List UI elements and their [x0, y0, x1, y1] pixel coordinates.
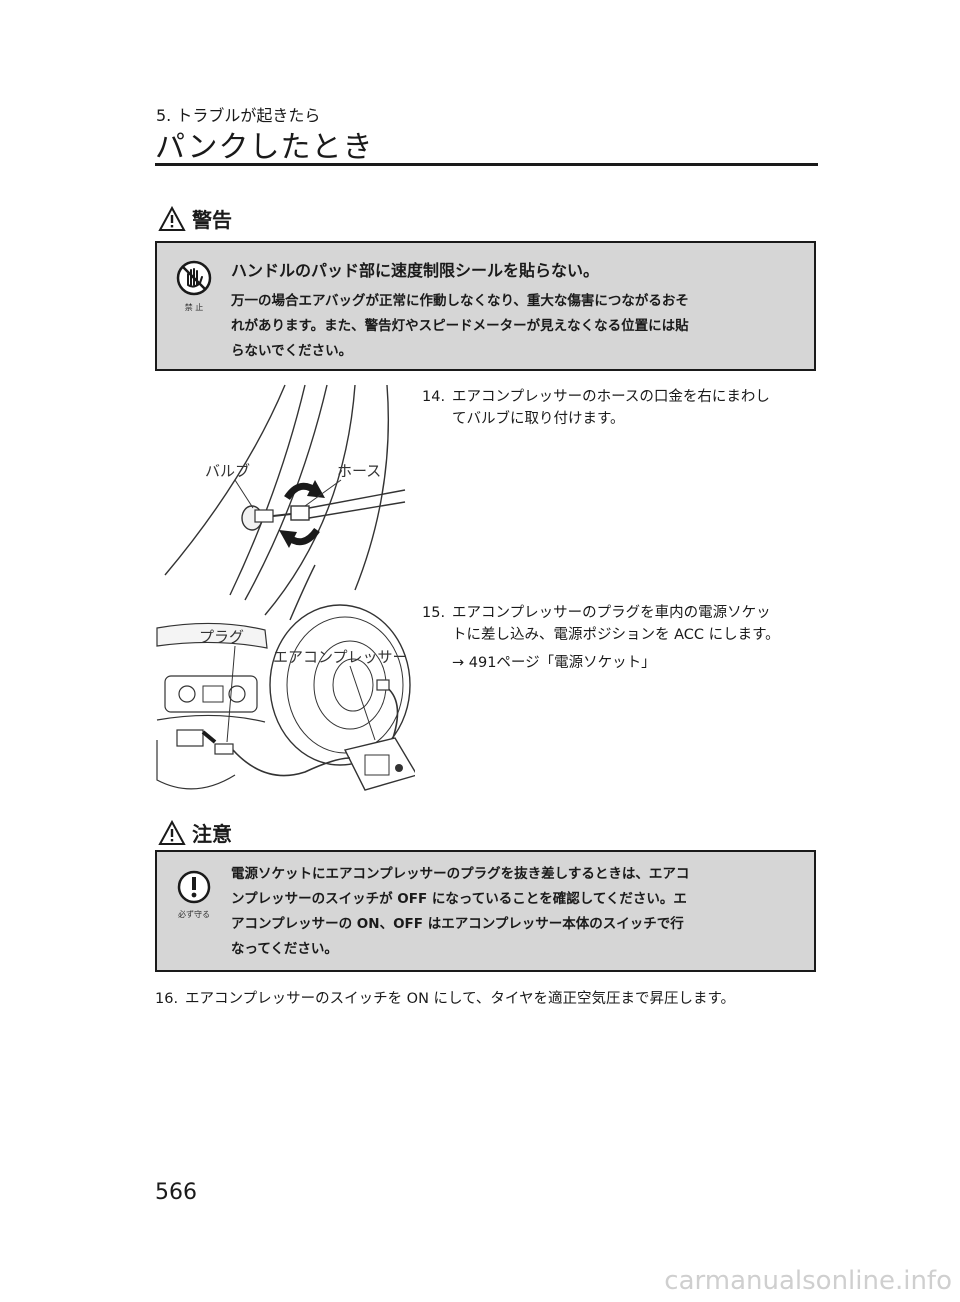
power-socket	[176, 729, 204, 747]
warning-line: らないでください。	[231, 343, 353, 359]
step-number: 14.	[422, 389, 446, 405]
compressor-label: エアコンプレッサー	[273, 648, 408, 666]
caution-triangle-icon	[158, 819, 186, 845]
power-plug	[214, 743, 234, 755]
warning-title: ハンドルのパッド部に速度制限シールを貼らない。	[231, 261, 600, 280]
page-number: 566	[155, 1180, 197, 1205]
step-15: 15. エアコンプレッサーのプラグを車内の電源ソケッ トに差し込み、電源ポジション…	[422, 602, 780, 674]
exclamation-icon	[177, 870, 211, 904]
step-text: てバルブに取り付けます。	[452, 411, 625, 427]
step-text: エアコンプレッサーのプラグを車内の電源ソケッ	[452, 605, 771, 621]
step-14: 14. エアコンプレッサーのホースの口金を右にまわし てバルブに取り付けます。	[422, 386, 770, 430]
warning-triangle-icon	[158, 205, 186, 231]
spare-tire	[269, 604, 411, 766]
warning-line: れがあります。また、警告灯やスピードメーターが見えなくなる位置には貼	[231, 318, 689, 334]
caution-body: 電源ソケットにエアコンプレッサーのプラグを抜き差しするときは、エアコ ンプレッサ…	[231, 862, 798, 962]
step-number: 16.	[155, 991, 179, 1007]
section-label: 5. トラブルが起きたら	[156, 106, 321, 125]
hose-nozzle	[290, 505, 310, 521]
warning-line: 万一の場合エアバッグが正常に作動しなくなり、重大な傷害につながるおそ	[231, 293, 689, 309]
page-reference-link[interactable]: → 491ページ「電源ソケット」	[452, 655, 656, 671]
valve-label: バルブ	[205, 462, 250, 480]
step-text: エアコンプレッサーのホースの口金を右にまわし	[452, 389, 770, 405]
caution-line: ンプレッサーのスイッチが OFF になっていることを確認してください。エ	[231, 891, 687, 907]
title-rule	[155, 163, 818, 166]
caution-heading-text: 注意	[192, 822, 232, 846]
mandatory-icon-wrap: 必ず守る	[171, 870, 217, 920]
caution-line: 電源ソケットにエアコンプレッサーのプラグを抜き差しするときは、エアコ	[231, 866, 690, 882]
step-text: エアコンプレッサーのスイッチを ON にして、タイヤを適正空気圧まで昇圧します。	[185, 991, 735, 1007]
caution-line: アコンプレッサーの ON、OFF はエアコンプレッサー本体のスイッチで行	[231, 916, 684, 932]
page-title: パンクしたとき	[155, 130, 374, 165]
prohibited-hand-icon	[176, 260, 212, 296]
caution-line: なってください。	[231, 941, 338, 957]
step-16: 16. エアコンプレッサーのスイッチを ON にして、タイヤを適正空気圧まで昇圧し…	[155, 988, 735, 1010]
prohibition-icon-wrap: 禁 止	[171, 259, 217, 313]
caution-heading: 注意	[158, 818, 232, 847]
watermark: carmanualsonline.info	[664, 1266, 952, 1296]
warning-body: ハンドルのパッド部に速度制限シールを貼らない。 万一の場合エアバッグが正常に作動…	[231, 257, 798, 364]
warning-heading: 警告	[158, 204, 232, 233]
hose-label: ホース	[337, 462, 381, 480]
step-number: 15.	[422, 605, 446, 621]
warning-box: 禁 止 ハンドルのパッド部に速度制限シールを貼らない。 万一の場合エアバッグが正…	[155, 241, 816, 371]
plug-label: プラグ	[199, 628, 244, 646]
tire-inflation-illustration: バルブ ホース プラグ エアコンプレッサー	[156, 384, 415, 791]
step-text: トに差し込み、電源ポジションを ACC にします。	[452, 627, 780, 643]
prohibition-caption: 禁 止	[184, 303, 204, 312]
caution-box: 必ず守る 電源ソケットにエアコンプレッサーのプラグを抜き差しするときは、エアコ …	[155, 850, 816, 972]
warning-heading-text: 警告	[192, 208, 232, 232]
mandatory-caption: 必ず守る	[178, 910, 210, 919]
